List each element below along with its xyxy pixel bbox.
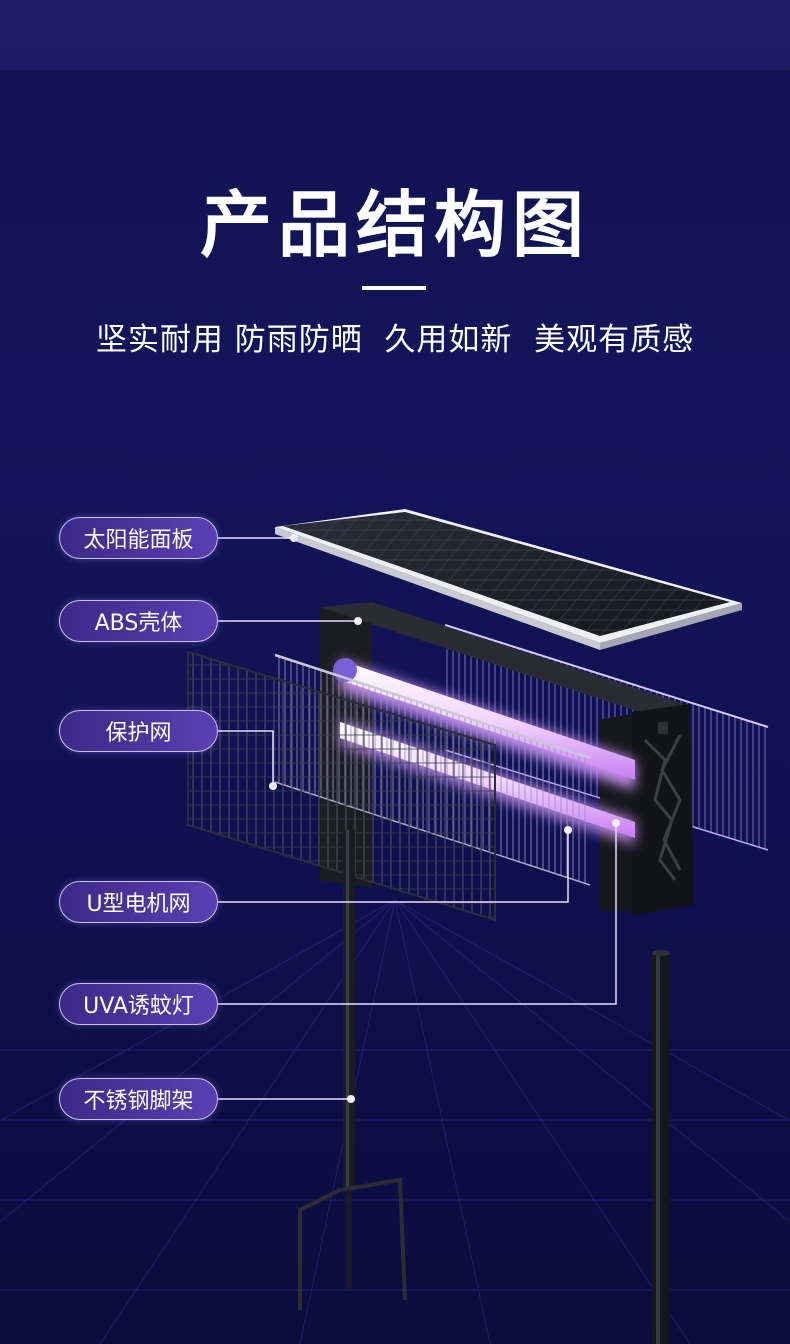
callout-uva-lamp: UVA诱蚊灯 [59, 983, 218, 1025]
page-title: 产品结构图 [0, 180, 790, 270]
callout-u-shaped-grid: U型电机网 [59, 881, 218, 923]
callout-steel-stand: 不锈钢脚架 [59, 1078, 218, 1120]
callout-solar-panel: 太阳能面板 [59, 517, 218, 559]
callout-protective-net: 保护网 [59, 710, 218, 752]
stainless-steel-stand-left [300, 830, 405, 1310]
page-subtitle: 坚实耐用 防雨防晒 久用如新 美观有质感 [0, 318, 790, 362]
stainless-steel-stand-right [652, 950, 670, 1344]
top-band [0, 0, 790, 70]
callout-abs-housing: ABS壳体 [59, 600, 218, 642]
title-divider [362, 286, 426, 290]
